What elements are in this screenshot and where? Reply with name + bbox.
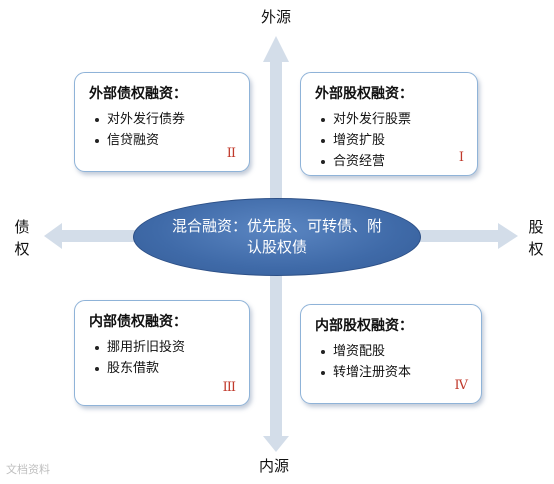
- quadrant-external-equity: 外部股权融资： 对外发行股票 增资扩股 合资经营 I: [300, 72, 478, 176]
- quadrant-list: 增资配股 转增注册资本: [315, 341, 471, 383]
- up-arrowhead: [263, 36, 289, 62]
- list-item: 合资经营: [321, 151, 467, 172]
- quadrant-title: 内部债权融资：: [89, 314, 187, 330]
- list-item: 信贷融资: [95, 130, 239, 151]
- quadrant-title: 外部股权融资：: [315, 86, 413, 102]
- quadrant-internal-debt: 内部债权融资： 挪用折旧投资 股东借款 III: [74, 300, 250, 406]
- quadrant-internal-equity: 内部股权融资： 增资配股 转增注册资本 IV: [300, 304, 482, 404]
- list-item: 对外发行债券: [95, 109, 239, 130]
- quadrant-list: 对外发行债券 信贷融资: [89, 109, 239, 151]
- quadrant-title: 内部股权融资：: [315, 318, 413, 334]
- left-arrowhead: [44, 223, 62, 249]
- down-arrowhead: [263, 436, 289, 452]
- axis-label-top: 外源: [261, 8, 292, 26]
- right-arrowhead: [498, 223, 518, 249]
- list-item: 挪用折旧投资: [95, 337, 239, 358]
- quadrant-external-debt: 外部债权融资： 对外发行债券 信贷融资 II: [74, 72, 250, 172]
- quadrant-numeral: II: [226, 146, 236, 161]
- hybrid-financing-text: 混合融资：优先股、可转债、附认股权债: [172, 217, 383, 256]
- quadrant-numeral: IV: [454, 378, 467, 393]
- quadrant-numeral: III: [222, 380, 236, 395]
- axis-label-right: 股权: [528, 218, 544, 258]
- quadrant-list: 对外发行股票 增资扩股 合资经营: [315, 109, 467, 172]
- quadrant-numeral: I: [458, 150, 464, 165]
- axis-label-bottom: 内源: [259, 457, 290, 475]
- list-item: 对外发行股票: [321, 109, 467, 130]
- list-item: 增资扩股: [321, 130, 467, 151]
- quadrant-list: 挪用折旧投资 股东借款: [89, 337, 239, 379]
- quadrant-title: 外部债权融资：: [89, 86, 187, 102]
- watermark: 文档资料: [6, 463, 50, 476]
- hybrid-financing-ellipse: 混合融资：优先股、可转债、附认股权债: [133, 198, 421, 276]
- list-item: 股东借款: [95, 358, 239, 379]
- list-item: 转增注册资本: [321, 362, 471, 383]
- axis-label-left: 债权: [14, 218, 30, 258]
- list-item: 增资配股: [321, 341, 471, 362]
